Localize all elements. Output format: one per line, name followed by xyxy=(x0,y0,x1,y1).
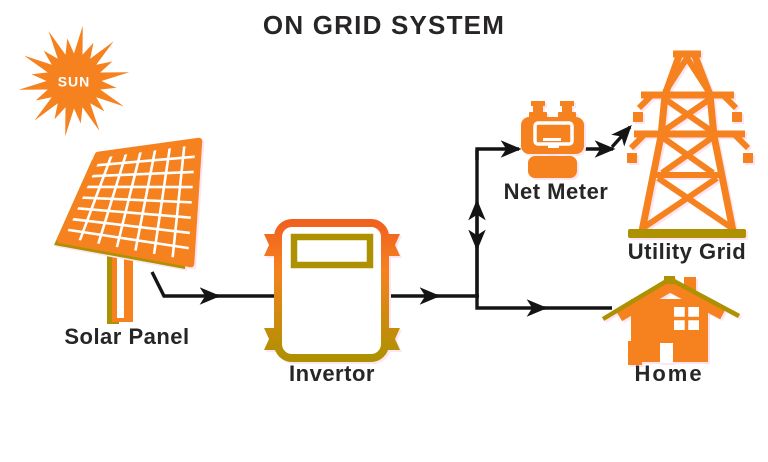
inverter-display xyxy=(290,233,374,269)
tower-xbrace-1 xyxy=(660,96,715,135)
home-label: Home xyxy=(634,361,703,386)
meter-pipe-right xyxy=(562,102,572,115)
home-icon xyxy=(601,276,741,365)
utility-grid-label: Utility Grid xyxy=(628,239,746,264)
insulator-lower-left xyxy=(627,153,637,163)
arrow-junction-to-net-meter xyxy=(475,140,522,160)
panel-frame xyxy=(56,137,203,268)
insulator-lower-right xyxy=(743,153,753,163)
meter-body-lower xyxy=(528,156,577,178)
home-roof-peak-cap xyxy=(664,276,675,284)
tower-arm-upper-wings xyxy=(636,92,739,111)
meter-pipe-left xyxy=(533,102,543,115)
net-meter-label: Net Meter xyxy=(504,179,609,204)
inverter-label: Invertor xyxy=(289,361,375,386)
home-door xyxy=(660,343,673,363)
sun-icon: SUN xyxy=(18,25,130,137)
arrow-junction-to-home xyxy=(475,240,612,317)
utility-grid-icon xyxy=(627,50,753,238)
tower-leg-left xyxy=(638,54,683,232)
tower-leg-right xyxy=(691,54,737,232)
solar-panel-label: Solar Panel xyxy=(64,324,189,349)
tower-xbrace-2 xyxy=(660,134,715,176)
page-title: ON GRID SYSTEM xyxy=(263,10,505,40)
inverter-body xyxy=(274,219,389,362)
meter-display-tab xyxy=(548,144,559,148)
tower-xbrace-3 xyxy=(641,175,734,231)
home-roof-band xyxy=(615,279,726,322)
tower-base-bar xyxy=(628,229,746,238)
net-meter-icon xyxy=(521,101,584,178)
insulator-upper-right xyxy=(732,112,742,122)
arrow-net-meter-to-utility-grid xyxy=(583,125,632,158)
tower-apex-brace xyxy=(662,52,712,94)
flow-arrows xyxy=(150,125,632,317)
panel-grid-lines xyxy=(64,142,199,261)
inverter-tab-right-top xyxy=(386,234,400,256)
tower-arm-lower-wings xyxy=(628,131,751,151)
solar-panel-icon xyxy=(54,137,203,269)
home-side-strip xyxy=(628,341,642,365)
insulator-upper-left xyxy=(633,112,643,122)
pole-stripe xyxy=(117,256,124,318)
solar-panel-pole xyxy=(107,252,133,324)
arrow-solar-to-inverter xyxy=(150,271,278,305)
inverter-icon xyxy=(264,219,400,362)
sun-disc xyxy=(48,55,100,107)
inverter-tab-right-bottom xyxy=(386,328,400,350)
sun-label: SUN xyxy=(58,74,91,90)
